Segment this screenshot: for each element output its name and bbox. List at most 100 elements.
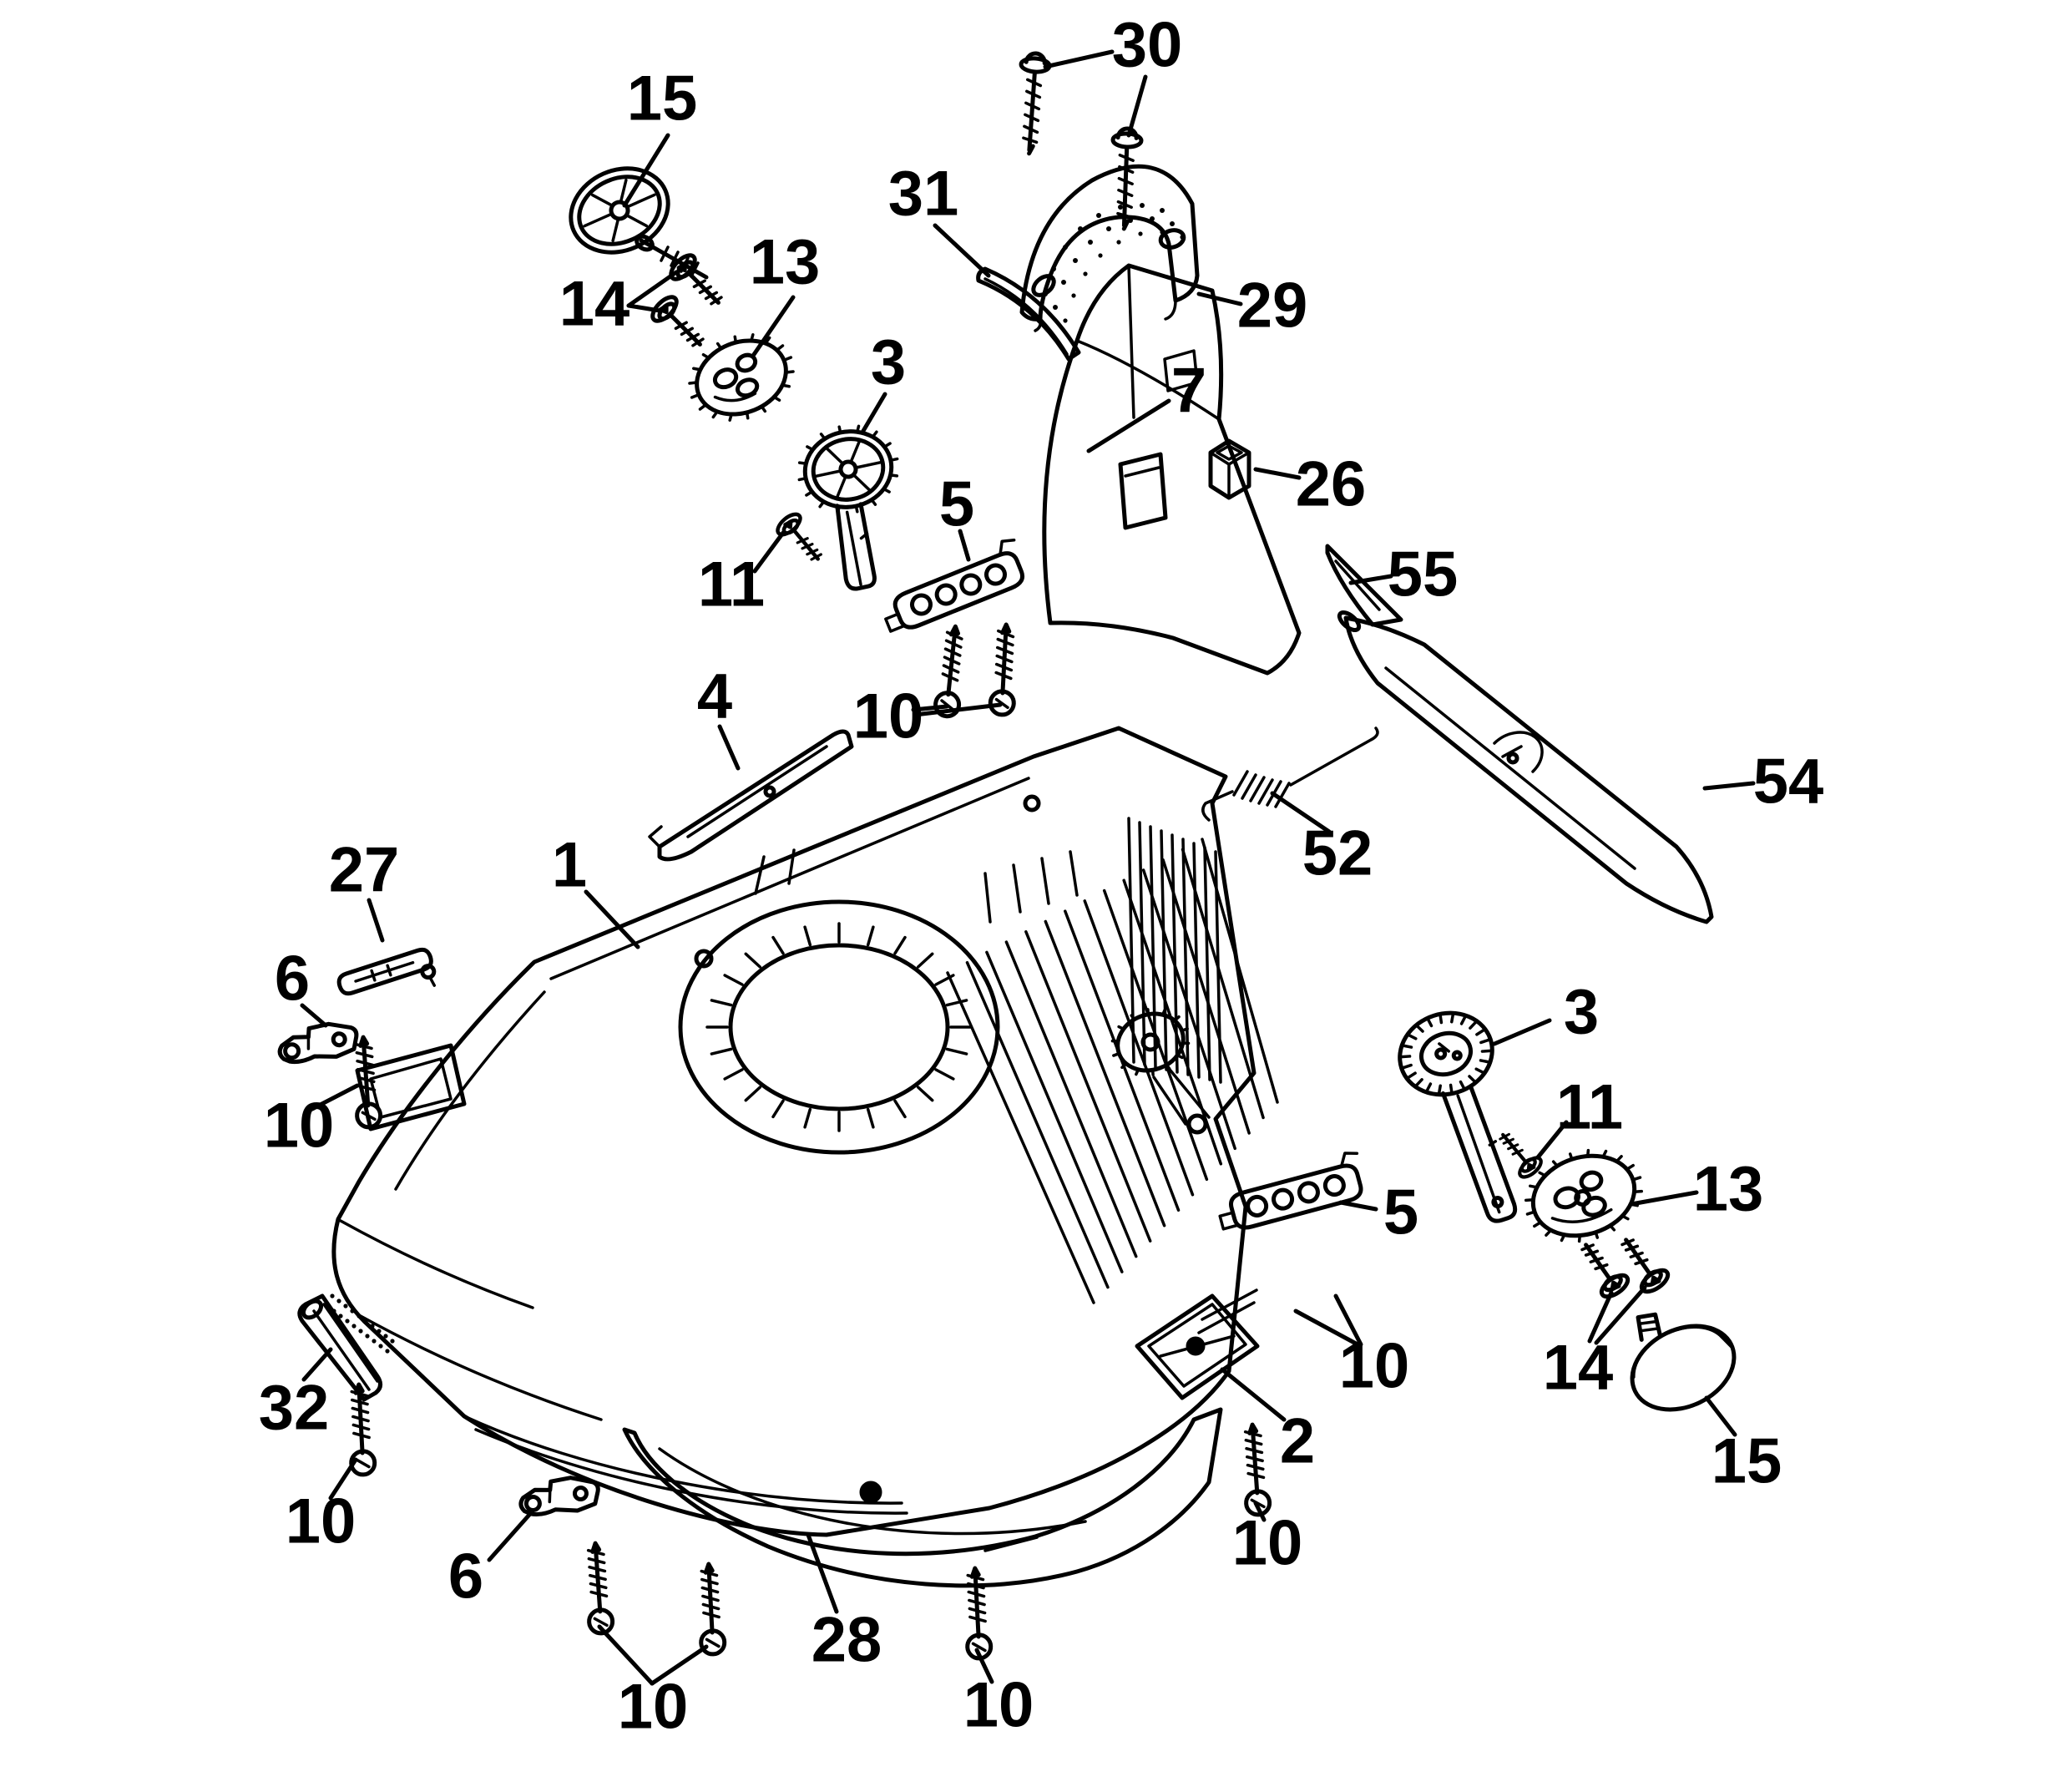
leader-line-14 bbox=[1594, 1285, 1647, 1345]
callout-15-28: 15 bbox=[1712, 1426, 1782, 1497]
callout-26-8: 26 bbox=[1296, 449, 1367, 520]
callout-15-0: 15 bbox=[627, 63, 698, 134]
callout-6-30: 6 bbox=[448, 1541, 483, 1612]
part-carry-handle bbox=[1019, 164, 1200, 332]
leader-line-14 bbox=[1587, 1290, 1614, 1344]
callout-14-25: 14 bbox=[1543, 1333, 1614, 1404]
callout-11-21: 11 bbox=[1556, 1072, 1623, 1143]
leader-line-10 bbox=[974, 1648, 994, 1684]
part-latch-plate bbox=[336, 947, 437, 996]
leader-line-14 bbox=[626, 303, 662, 313]
callout-14-1: 14 bbox=[559, 269, 630, 340]
callout-55-11: 55 bbox=[1388, 539, 1459, 610]
leader-line-10 bbox=[1293, 1309, 1360, 1347]
callout-2-27: 2 bbox=[1280, 1406, 1315, 1477]
leader-line-5 bbox=[958, 529, 971, 562]
leader-line-10 bbox=[911, 704, 949, 712]
part-spring bbox=[1201, 726, 1379, 822]
callout-27-17: 27 bbox=[329, 835, 400, 906]
part-cable-clamp-left bbox=[277, 1021, 359, 1065]
callout-31-4: 31 bbox=[888, 159, 959, 230]
leader-line-11 bbox=[752, 530, 786, 574]
leader-line-2 bbox=[1220, 1367, 1287, 1422]
leader-line-27 bbox=[367, 898, 385, 943]
leader-line-10 bbox=[1253, 1501, 1267, 1522]
callout-10-33: 10 bbox=[618, 1672, 689, 1743]
callout-13-22: 13 bbox=[1693, 1154, 1764, 1225]
leader-line-30 bbox=[1043, 49, 1115, 69]
leader-line-31 bbox=[933, 223, 991, 278]
leader-line-3 bbox=[861, 392, 887, 433]
part-wheel-adjuster-rear bbox=[1398, 1010, 1518, 1223]
callout-30-3: 30 bbox=[1112, 10, 1183, 81]
part-side-rail bbox=[648, 729, 854, 862]
part-lower-skirt bbox=[622, 1407, 1223, 1588]
callout-10-34: 10 bbox=[963, 1670, 1034, 1741]
part-cable-clamp-bottom bbox=[518, 1476, 600, 1517]
callout-1-16: 1 bbox=[552, 830, 587, 901]
screw-11 bbox=[774, 510, 1544, 1180]
callout-10-20: 10 bbox=[264, 1091, 335, 1162]
leader-line-10 bbox=[328, 1457, 358, 1501]
leader-line-6 bbox=[487, 1512, 532, 1562]
leader-line-11 bbox=[1535, 1120, 1569, 1160]
callout-6-18: 6 bbox=[275, 944, 310, 1015]
leader-line-15 bbox=[622, 133, 670, 208]
leader-line-52 bbox=[1270, 791, 1332, 834]
leader-line-6 bbox=[300, 1003, 328, 1028]
part-ratchet-plate-rear bbox=[1218, 1152, 1363, 1231]
leader-line-3 bbox=[1492, 1018, 1552, 1046]
callout-5-23: 5 bbox=[1383, 1177, 1418, 1248]
callout-5-10: 5 bbox=[939, 469, 974, 540]
part-adjuster-gear-front bbox=[695, 338, 788, 417]
leader-line-29 bbox=[1196, 291, 1243, 306]
leader-line-15 bbox=[1704, 1395, 1737, 1437]
callout-32-26: 32 bbox=[259, 1373, 330, 1444]
leader-line-10 bbox=[1333, 1293, 1363, 1347]
callout-10-13: 10 bbox=[853, 681, 924, 752]
callout-28-32: 28 bbox=[812, 1605, 882, 1676]
leader-line-1 bbox=[584, 889, 640, 949]
part-skirt-rail bbox=[297, 1293, 382, 1402]
decorative-hatching bbox=[325, 203, 1644, 1354]
leader-line-30 bbox=[1126, 74, 1148, 138]
callout-29-5: 29 bbox=[1237, 271, 1308, 342]
callout-54-14: 54 bbox=[1753, 747, 1824, 818]
leader-line-10 bbox=[650, 1644, 709, 1686]
leader-line-7 bbox=[1086, 398, 1171, 453]
callout-13-2: 13 bbox=[750, 227, 821, 298]
leader-line-10 bbox=[913, 702, 1003, 717]
leader-line-13 bbox=[1629, 1190, 1699, 1207]
part-lock-nut bbox=[1208, 438, 1251, 500]
callout-3-6: 3 bbox=[871, 327, 906, 398]
leader-line-54 bbox=[1702, 781, 1756, 791]
leader-line-26 bbox=[1253, 467, 1302, 480]
callout-10-31: 10 bbox=[1232, 1508, 1303, 1579]
callout-7-7: 7 bbox=[1171, 356, 1206, 427]
leader-line-55 bbox=[1348, 574, 1393, 585]
callout-52-15: 52 bbox=[1302, 818, 1373, 889]
leader-line-28 bbox=[806, 1532, 839, 1614]
callout-10-24: 10 bbox=[1339, 1331, 1410, 1402]
part-cover-plate bbox=[1135, 1293, 1260, 1400]
part-blade bbox=[1337, 610, 1714, 924]
callout-4-12: 4 bbox=[697, 661, 732, 732]
leader-line-13 bbox=[751, 295, 796, 358]
leader-line-32 bbox=[301, 1347, 333, 1382]
leader-line-14 bbox=[626, 270, 679, 308]
part-ratchet-plate-front bbox=[884, 538, 1025, 633]
callout-10-29: 10 bbox=[286, 1486, 356, 1557]
leader-line-10 bbox=[310, 1083, 360, 1111]
leader-line-10 bbox=[597, 1624, 655, 1686]
part-handle-insert bbox=[976, 266, 1081, 362]
leader-line-4 bbox=[717, 724, 741, 771]
callout-11-9: 11 bbox=[698, 549, 765, 620]
part-rear-wheel-cap bbox=[1630, 1312, 1737, 1412]
part-front-wheel-cover bbox=[569, 166, 709, 280]
callout-3-19: 3 bbox=[1564, 977, 1599, 1048]
part-motor-cover bbox=[1042, 263, 1302, 676]
leader-line-5 bbox=[1338, 1200, 1378, 1212]
